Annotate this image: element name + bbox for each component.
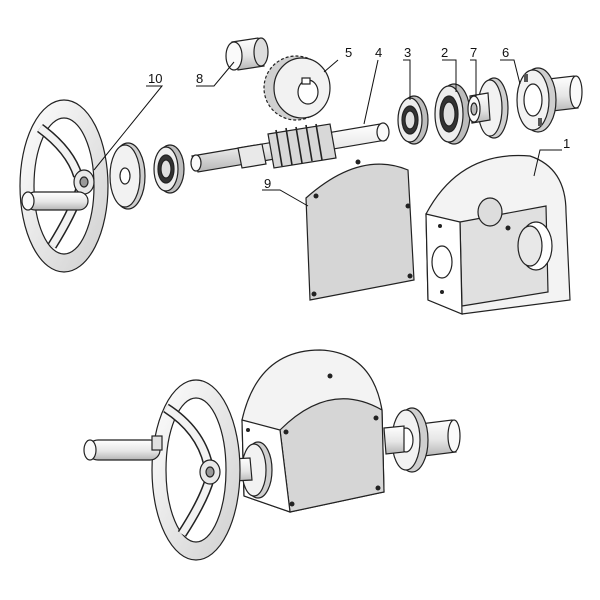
callout-3: 3 xyxy=(404,45,411,60)
callout-7: 7 xyxy=(470,45,477,60)
worm-shaft xyxy=(190,122,390,173)
assembled-view xyxy=(83,349,461,561)
handwheel-exploded xyxy=(19,99,109,273)
callout-9: 9 xyxy=(264,176,271,191)
callout-8: 8 xyxy=(196,71,203,86)
worm-thread xyxy=(267,123,337,169)
callout-6: 6 xyxy=(502,45,509,60)
bushing xyxy=(225,37,269,71)
bearing-right xyxy=(397,95,429,145)
leader-lines xyxy=(93,59,562,207)
housing-exploded xyxy=(425,154,571,315)
bearing-left xyxy=(153,144,185,194)
flange-cover xyxy=(109,142,146,210)
callout-labels: 1 2 3 4 5 6 7 8 9 10 xyxy=(148,45,570,191)
bearing-large xyxy=(434,83,471,145)
cover-plate xyxy=(305,159,415,301)
output-shaft-flange xyxy=(516,67,583,133)
worm-gear xyxy=(263,55,331,121)
sleeve xyxy=(467,77,509,139)
callout-1: 1 xyxy=(563,136,570,151)
callout-10: 10 xyxy=(148,71,162,86)
callout-4: 4 xyxy=(375,45,382,60)
callout-2: 2 xyxy=(441,45,448,60)
callout-5: 5 xyxy=(345,45,352,60)
